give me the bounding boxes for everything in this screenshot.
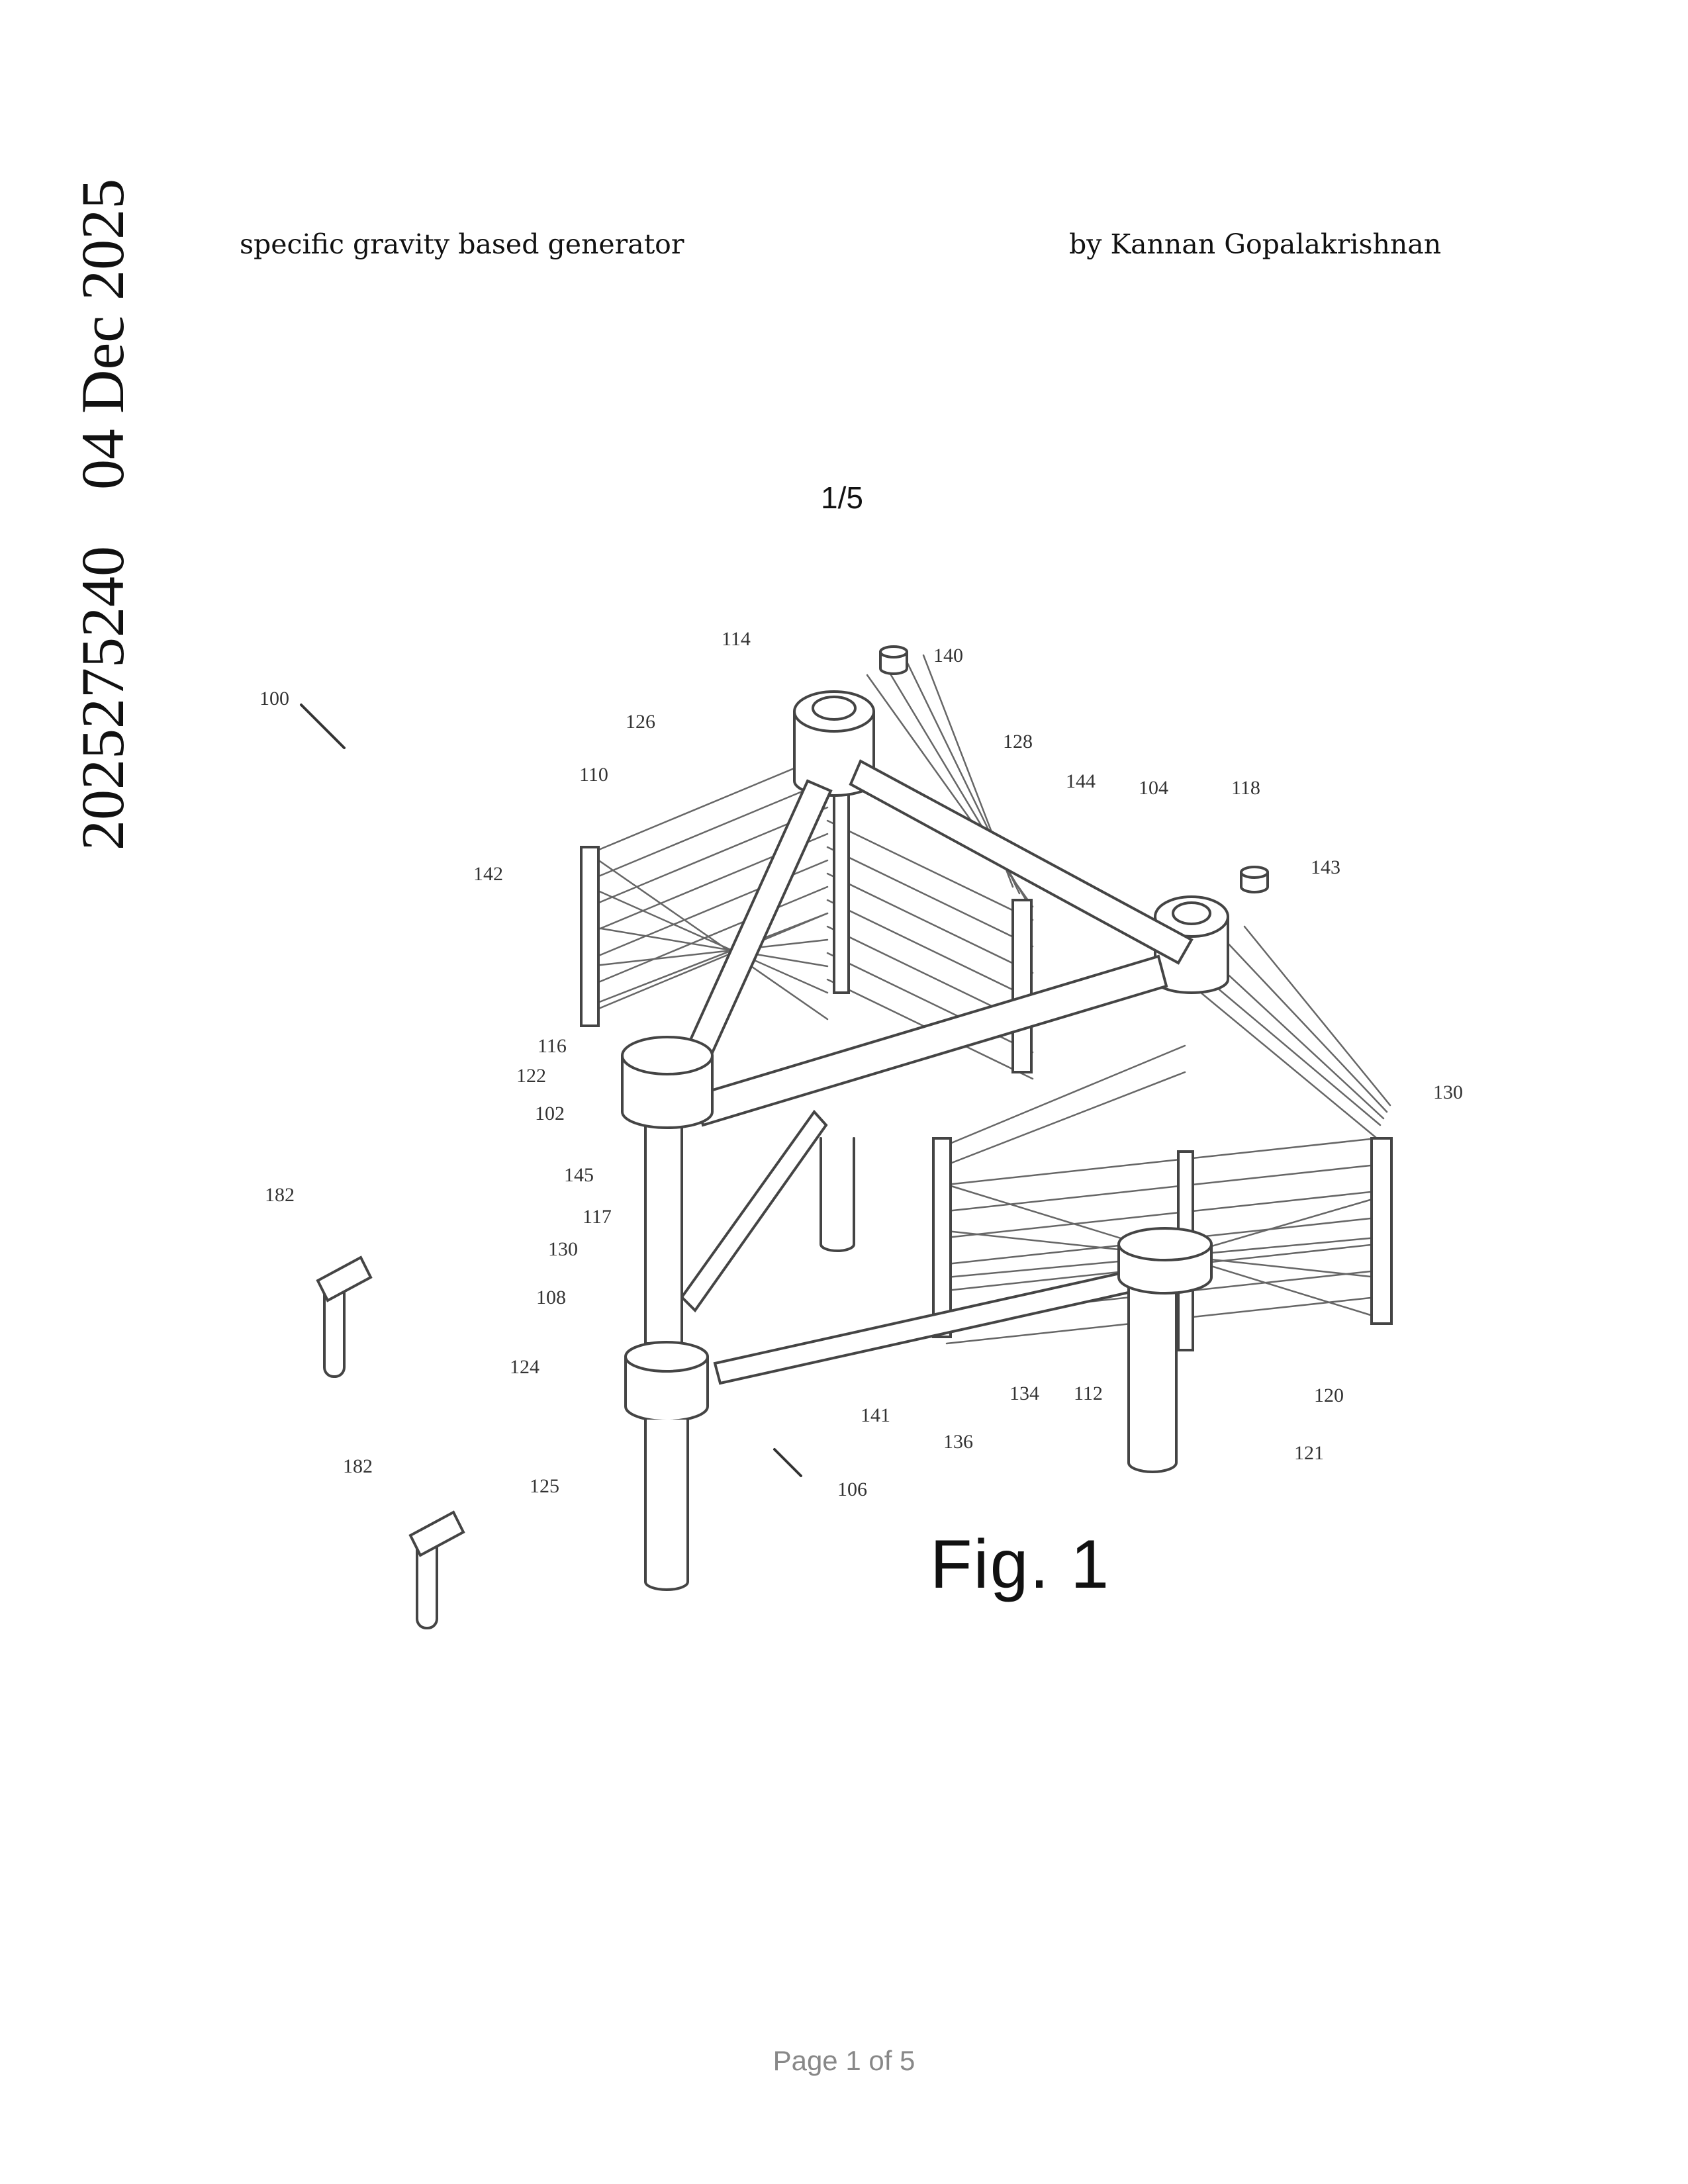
svg-text:108: 108 (536, 1287, 566, 1308)
svg-text:120: 120 (1314, 1385, 1344, 1406)
svg-text:125: 125 (530, 1475, 559, 1497)
svg-text:114: 114 (722, 628, 751, 650)
svg-text:112: 112 (1074, 1383, 1103, 1404)
svg-text:144: 144 (1066, 770, 1096, 792)
page-footer: Page 1 of 5 (0, 2045, 1688, 2077)
vane-142 (581, 847, 598, 1026)
svg-text:130: 130 (548, 1238, 578, 1260)
vane-145 (1372, 1138, 1391, 1324)
svg-text:117: 117 (583, 1206, 612, 1228)
svg-text:121: 121 (1294, 1442, 1324, 1464)
generator-pin-182-upper (318, 1257, 371, 1377)
svg-text:124: 124 (510, 1356, 539, 1378)
svg-text:116: 116 (538, 1035, 567, 1057)
svg-text:128: 128 (1003, 731, 1033, 752)
svg-text:104: 104 (1139, 777, 1168, 799)
generator-pin-182-lower (410, 1512, 463, 1628)
svg-text:143: 143 (1311, 856, 1340, 878)
svg-text:134: 134 (1009, 1383, 1039, 1404)
svg-text:106: 106 (837, 1479, 867, 1500)
svg-text:140: 140 (933, 645, 963, 666)
figure-label: Fig. 1 (930, 1525, 1110, 1604)
svg-text:136: 136 (943, 1431, 973, 1453)
svg-text:122: 122 (516, 1065, 546, 1087)
svg-text:126: 126 (626, 711, 655, 733)
main-post-102 (622, 1037, 712, 1590)
svg-text:130: 130 (1433, 1081, 1463, 1103)
svg-text:118: 118 (1231, 777, 1260, 799)
svg-text:110: 110 (579, 764, 608, 786)
svg-text:142: 142 (473, 863, 503, 885)
svg-text:102: 102 (535, 1103, 565, 1124)
svg-text:145: 145 (564, 1164, 594, 1186)
svg-text:141: 141 (861, 1404, 890, 1426)
svg-text:182: 182 (265, 1184, 295, 1206)
svg-text:100: 100 (259, 688, 289, 709)
svg-text:182: 182 (343, 1455, 373, 1477)
